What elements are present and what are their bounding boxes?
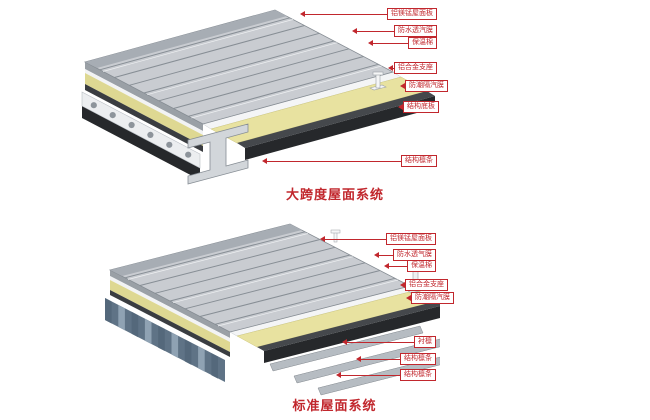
label-structural-purlin: 结构檩条 xyxy=(356,352,436,366)
arrowhead-icon xyxy=(336,372,341,378)
arrowhead-icon xyxy=(400,282,405,288)
arrowhead-icon xyxy=(368,40,373,46)
layer-label: 结构檩条 xyxy=(401,154,437,168)
leader-line xyxy=(389,265,407,267)
arrowhead-icon xyxy=(262,158,267,164)
roof-panels xyxy=(108,223,412,333)
standard-roof-diagram xyxy=(105,223,440,396)
vapor-barrier-underside xyxy=(82,96,435,180)
leader-line xyxy=(347,341,414,343)
arrowhead-icon xyxy=(400,83,405,89)
label-vapor-barrier: 防潮隔汽膜 xyxy=(400,79,448,93)
label-structural-purlin-2: 结构檩条 xyxy=(336,368,436,382)
arrowhead-icon xyxy=(406,295,411,301)
layer-label: 防潮隔汽膜 xyxy=(405,79,448,93)
layer-edges xyxy=(85,62,203,152)
arrowhead-icon xyxy=(342,339,347,345)
arrowhead-icon xyxy=(374,252,379,258)
layer-label: 铝镁锰屋面板 xyxy=(386,232,436,246)
steel-beam xyxy=(187,123,249,185)
roof-panels xyxy=(83,9,395,125)
leader-line xyxy=(357,30,394,32)
layer-edges xyxy=(110,270,230,357)
arrowhead-icon xyxy=(352,28,357,34)
layer-label: 衬檩 xyxy=(414,335,436,349)
layer-label: 保温棉 xyxy=(408,36,437,50)
arrowhead-icon xyxy=(388,65,393,71)
leader-line xyxy=(267,160,401,162)
leader-line xyxy=(361,358,400,360)
arrowhead-icon xyxy=(356,356,361,362)
arrowhead-icon xyxy=(398,104,403,110)
large-span-roof-diagram xyxy=(81,9,435,185)
vapor-barrier-underside xyxy=(264,306,440,363)
arrowhead-icon xyxy=(384,263,389,269)
label-aluminium-support: 铝合金支座 xyxy=(400,278,448,292)
layer-label: 结构檩条 xyxy=(400,352,436,366)
label-structural-deck: 结构底板 xyxy=(398,100,439,114)
leader-line xyxy=(379,254,393,256)
diagram-title: 标准屋面系统 xyxy=(292,398,377,413)
label-aluminium-support: 铝合金支座 xyxy=(388,61,437,75)
arrowhead-icon xyxy=(300,11,305,17)
label-structural-purlin: 结构檩条 xyxy=(262,154,437,168)
diagram-title: 大跨度屋面系统 xyxy=(285,187,384,202)
label-liner: 衬檩 xyxy=(342,335,436,349)
label-insulation: 保温棉 xyxy=(384,259,436,273)
leader-line xyxy=(341,374,400,376)
label-roof-panel: 铝镁锰屋面板 xyxy=(320,232,436,246)
layer-label: 铝合金支座 xyxy=(394,61,437,75)
arrowhead-icon xyxy=(320,236,325,242)
leader-line xyxy=(325,238,386,240)
label-waterproof-membrane: 防水透汽膜 xyxy=(352,24,437,38)
layer-label: 铝镁锰屋面板 xyxy=(387,7,437,21)
vapor-barrier-layer xyxy=(237,91,435,148)
layer-label: 铝合金支座 xyxy=(405,278,448,292)
leader-line xyxy=(393,67,394,69)
aluminium-support xyxy=(369,71,387,91)
structural-deck xyxy=(81,91,201,169)
panel-clip xyxy=(330,229,341,243)
layer-label: 保温棉 xyxy=(407,259,436,273)
purlins xyxy=(269,325,440,396)
layer-label: 防潮隔汽膜 xyxy=(411,291,454,305)
leader-line xyxy=(305,13,387,15)
label-vapor-barrier: 防潮隔汽膜 xyxy=(406,291,454,305)
layer-label: 结构底板 xyxy=(403,100,439,114)
layer-label: 防水透汽膜 xyxy=(394,24,437,38)
label-insulation: 保温棉 xyxy=(368,36,437,50)
corrugated-liner xyxy=(105,298,225,382)
layer-label: 结构檩条 xyxy=(400,368,436,382)
label-roof-panel: 铝镁锰屋面板 xyxy=(300,7,437,21)
vapor-barrier-layer xyxy=(257,301,440,351)
leader-line xyxy=(373,42,408,44)
